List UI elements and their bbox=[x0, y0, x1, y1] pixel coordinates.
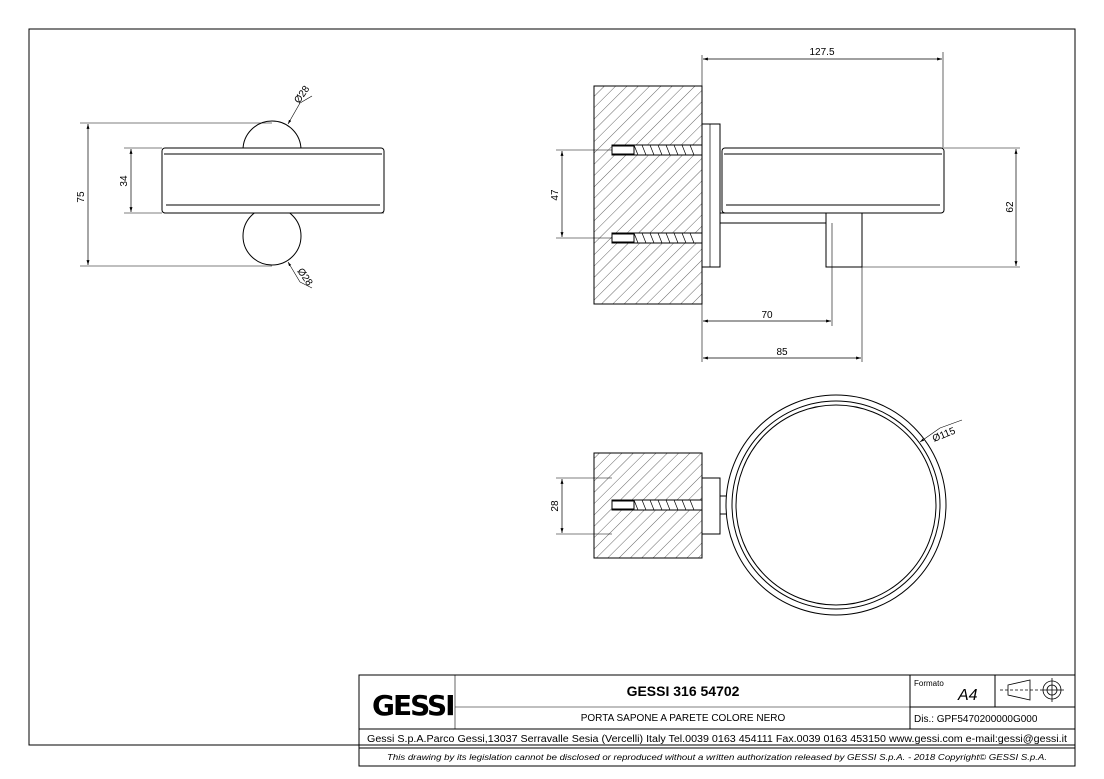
dish-outer-rim bbox=[725, 394, 947, 616]
dim-label-projection: 85 bbox=[776, 347, 788, 358]
dish-inner-rim bbox=[731, 400, 941, 610]
drawing-number: Dis.: GPF5470200000G000 bbox=[914, 714, 1038, 725]
projection-symbol-icon bbox=[1000, 678, 1064, 702]
plan-view bbox=[556, 394, 963, 616]
dim-label-plan-diameter: Ø115 bbox=[931, 426, 958, 445]
dish-body-profile bbox=[721, 147, 945, 214]
side-view bbox=[80, 95, 385, 289]
product-description: PORTA SAPONE A PARETE COLORE NERO bbox=[581, 713, 786, 724]
gessi-logo: GESSI bbox=[372, 689, 454, 722]
copyright-line: This drawing by its legislation cannot b… bbox=[387, 753, 1047, 762]
product-code: GESSI 316 54702 bbox=[627, 683, 740, 699]
wall-plate bbox=[701, 123, 721, 268]
screw-lower bbox=[611, 232, 703, 244]
screw-upper bbox=[611, 144, 703, 156]
dish-body-side bbox=[161, 147, 385, 214]
format-value: A4 bbox=[957, 687, 978, 704]
profile-view bbox=[556, 52, 1020, 362]
support-post bbox=[825, 212, 863, 268]
dim-label-depth-total: 127.5 bbox=[809, 47, 834, 58]
bottom-knob bbox=[242, 206, 302, 266]
dim-label-post-position: 70 bbox=[761, 310, 773, 321]
dim-label-dish-height: 34 bbox=[119, 175, 130, 187]
drawing-frame bbox=[28, 28, 1076, 746]
dim-label-top-diameter: Ø28 bbox=[292, 84, 312, 106]
format-label: Formato bbox=[914, 679, 944, 688]
dim-label-fixing-spacing: 47 bbox=[550, 189, 561, 201]
title-block bbox=[358, 674, 1076, 767]
wall-section-profile bbox=[593, 85, 703, 305]
dim-label-fixing-height: 28 bbox=[550, 500, 561, 512]
support-arm bbox=[719, 212, 833, 224]
dim-label-height: 62 bbox=[1005, 201, 1016, 213]
screw-plan bbox=[611, 499, 703, 511]
dim-label-total-height: 75 bbox=[76, 191, 87, 203]
wall-plate-plan bbox=[701, 477, 721, 535]
address-line: Gessi S.p.A.Parco Gessi,13037 Serravalle… bbox=[367, 734, 1067, 745]
dish-basin bbox=[735, 404, 937, 606]
